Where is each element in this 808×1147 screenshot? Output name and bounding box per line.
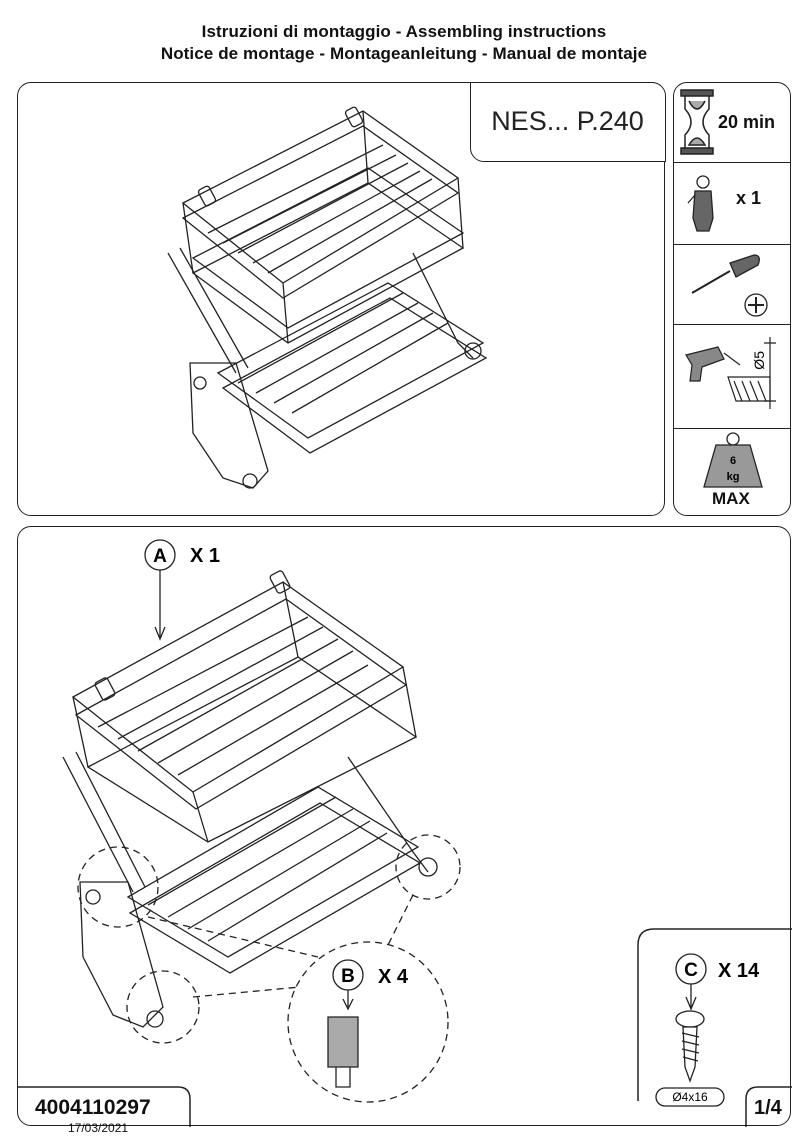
screwdriver-icon: [691, 254, 768, 317]
weight-unit: kg: [727, 471, 740, 483]
workers-label: x 1: [736, 188, 762, 208]
time-label: 20 min: [718, 112, 776, 132]
weight-icon: 6 kg: [703, 432, 763, 488]
worker-icon: [687, 175, 714, 232]
title-line-2: Notice de montage - Montageanleitung - M…: [160, 44, 648, 63]
rack-illustration: [167, 106, 488, 489]
time-cell: 20 min: [674, 83, 790, 163]
requirements-panel: 20 min x 1: [673, 82, 791, 516]
component-c-letter: C: [684, 960, 698, 981]
document-date: 17/03/2021: [68, 1121, 129, 1135]
drill-cell: Ø5: [674, 325, 790, 429]
component-c-qty: X 14: [718, 960, 760, 982]
overview-panel: NES... P.240: [17, 81, 666, 516]
component-a-qty: X 1: [190, 545, 220, 567]
components-panel: A X 1 B X 4 C X 14 Ø4x16: [17, 526, 792, 1127]
weight-value: 6: [730, 455, 736, 467]
max-label: MAX: [712, 489, 750, 508]
weight-cell: 6 kg MAX: [674, 429, 790, 515]
component-b-qty: X 4: [378, 966, 409, 988]
title-line-1: Istruzioni di montaggio - Assembling ins…: [201, 22, 607, 41]
workers-cell: x 1: [674, 163, 790, 245]
drill-icon: Ø5: [685, 337, 776, 409]
hourglass-icon: [680, 89, 714, 155]
component-b-letter: B: [341, 966, 355, 987]
model-code: NES... P.240: [469, 81, 666, 162]
tool-cell: [674, 245, 790, 325]
screw-size-label: Ø4x16: [672, 1090, 708, 1104]
components-illustration: A X 1 B X 4 C X 14 Ø4x16: [18, 539, 792, 1127]
component-a-letter: A: [153, 546, 167, 567]
product-code: 4004110297: [35, 1096, 151, 1119]
page-number: 1/4: [754, 1097, 782, 1119]
drill-size-label: Ø5: [751, 351, 767, 370]
